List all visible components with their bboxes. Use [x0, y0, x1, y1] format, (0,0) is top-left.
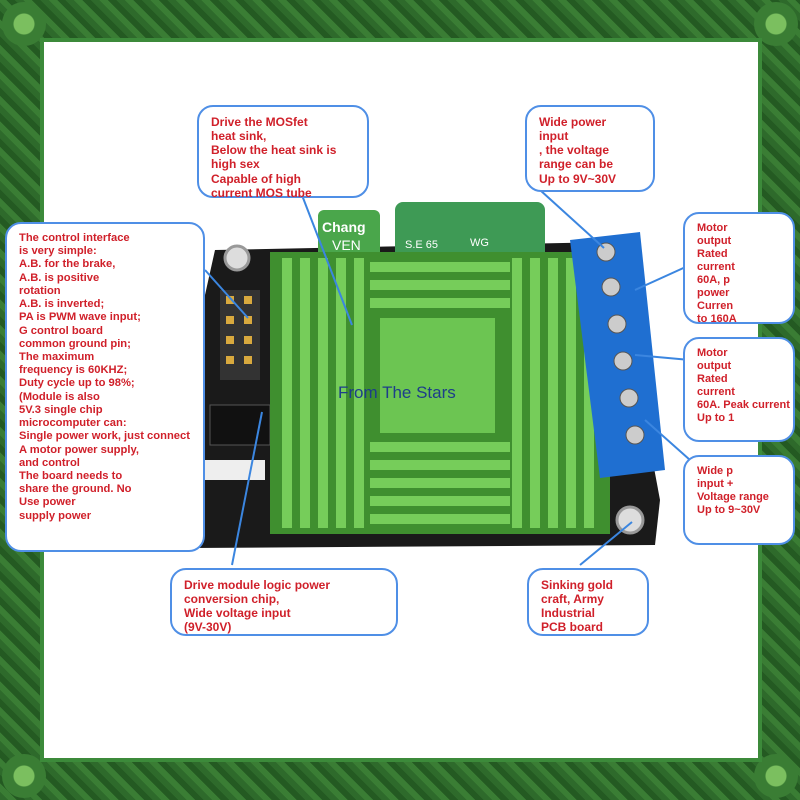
callout-line: [644, 419, 691, 461]
callout-line: [539, 189, 605, 249]
terminal-block: [570, 232, 665, 478]
capacitor: [395, 202, 545, 262]
callout-line: [634, 354, 691, 361]
callout-line: [579, 521, 633, 566]
capacitor-label: Chang: [322, 219, 366, 235]
pin-header: [220, 290, 260, 380]
callout-line: [204, 269, 249, 319]
capacitor-label: VEN: [332, 237, 361, 253]
callout-line: [231, 411, 263, 566]
silkscreen-block: [205, 460, 265, 480]
capacitor-label: WG: [470, 237, 489, 249]
callout-line: [299, 189, 353, 326]
mount-hole-icon: [223, 244, 251, 272]
heatsink: [270, 252, 610, 534]
callout-line: [634, 264, 691, 291]
frame-ornament: [2, 2, 46, 46]
frame-ornament: [2, 754, 46, 798]
pin-icon: [226, 296, 252, 364]
watermark: From The Stars: [338, 383, 456, 402]
logic-chip: [209, 404, 271, 446]
capacitor-label: S.E 65: [405, 239, 438, 251]
mount-hole-icon: [615, 505, 645, 535]
